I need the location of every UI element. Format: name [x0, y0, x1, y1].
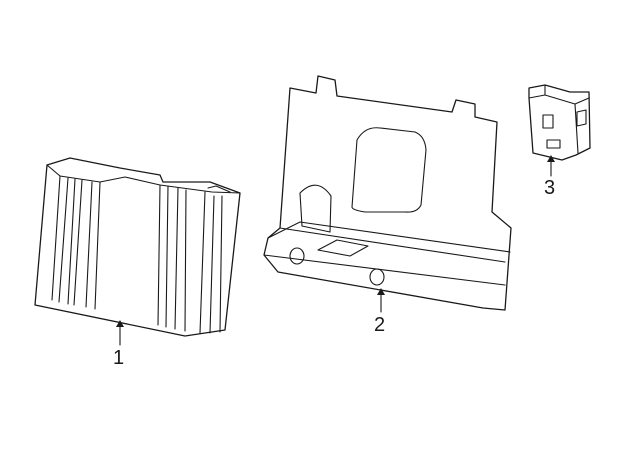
callout-1-label: 1	[113, 347, 124, 369]
part-3-clip[interactable]	[528, 84, 591, 161]
part-1-module[interactable]	[34, 157, 241, 337]
leader-2	[377, 288, 385, 313]
leader-1	[116, 320, 124, 346]
callout-2-label: 2	[374, 314, 385, 336]
leader-3	[547, 155, 555, 177]
part-2-bracket[interactable]	[263, 75, 512, 311]
callout-3-label: 3	[544, 177, 555, 199]
